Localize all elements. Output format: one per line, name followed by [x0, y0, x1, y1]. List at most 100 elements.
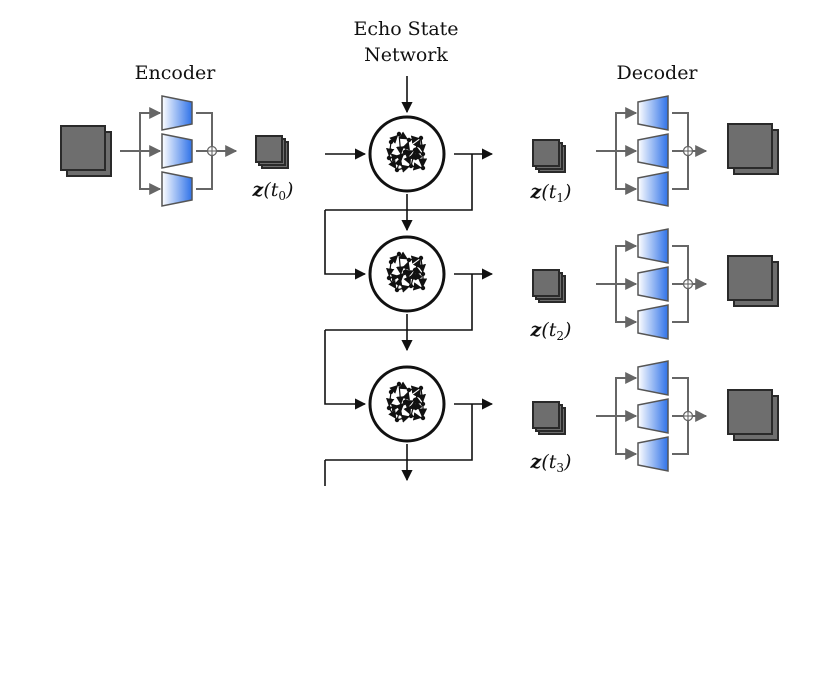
latent-z-t2-stack	[532, 269, 566, 303]
conv-block-shape	[637, 360, 669, 396]
esn-feedback-line	[325, 274, 473, 331]
conv-block-shape	[637, 171, 669, 207]
latent-var: t	[270, 179, 279, 201]
conv-block-shape	[161, 133, 193, 169]
reservoir-unit	[406, 137, 412, 143]
reservoir-unit	[386, 405, 392, 411]
reservoir-unit	[398, 273, 404, 279]
reservoir-edge	[395, 133, 405, 155]
reservoir-unit	[398, 153, 404, 159]
reservoir-unit	[394, 287, 400, 293]
reservoir-edge	[417, 387, 426, 403]
reservoir-edge	[403, 151, 412, 165]
latent-var: t	[548, 319, 557, 341]
reservoir-unit	[412, 397, 418, 403]
decoder-branches-3	[596, 360, 708, 472]
reservoir-edge	[395, 383, 405, 405]
reservoir-unit	[402, 149, 408, 155]
conv-block-shape	[637, 228, 669, 264]
reservoir-unit	[406, 257, 412, 263]
reservoir-unit	[406, 387, 412, 393]
reservoir-unit	[408, 413, 414, 419]
input-image	[60, 125, 112, 177]
output-image-3	[727, 389, 779, 441]
reservoir-edge	[408, 401, 417, 417]
reservoir-unit	[396, 131, 402, 137]
frame-layer	[60, 125, 106, 171]
latent-label-t0: z(t0)	[252, 179, 294, 203]
reservoir-edge	[403, 271, 412, 285]
conv-block-shape	[161, 95, 193, 131]
reservoir-unit	[394, 417, 400, 423]
esn-feedback-in	[324, 210, 367, 280]
reservoir-unit	[402, 399, 408, 405]
conv-block-shape	[637, 133, 669, 169]
reservoir-unit	[386, 275, 392, 281]
conv-block-shape	[637, 304, 669, 340]
reservoir-unit	[412, 267, 418, 273]
reservoir-edge	[386, 141, 395, 157]
encoder-title: Encoder	[134, 62, 216, 84]
decoder-branches-2	[596, 228, 708, 340]
frame-layer	[532, 139, 560, 167]
latent-label-t2: z(t2)	[530, 319, 572, 343]
reservoir-unit	[388, 259, 394, 265]
latent-var: t	[548, 181, 557, 203]
esn-feedback-line	[325, 404, 473, 461]
output-image-2	[727, 255, 779, 307]
esn-feedback-line	[325, 154, 473, 211]
reservoir-unit	[402, 269, 408, 275]
reservoir-edge	[386, 391, 395, 407]
reservoir-unit	[418, 135, 424, 141]
latent-subscript: 3	[556, 461, 565, 475]
conv-block-shape	[161, 171, 193, 207]
esn-title-line1: Echo State	[353, 18, 459, 40]
latent-symbol: z	[252, 179, 264, 201]
reservoir-unit	[394, 167, 400, 173]
esn-reservoir-2	[368, 235, 446, 313]
reservoir-unit	[420, 401, 426, 407]
reservoir-edge	[415, 401, 424, 419]
reservoir-unit	[420, 415, 426, 421]
reservoir-unit	[420, 165, 426, 171]
latent-label-t3: z(t3)	[530, 451, 572, 475]
reservoir-edge	[408, 271, 417, 287]
reservoir-edge	[386, 261, 395, 277]
reservoir-unit	[396, 381, 402, 387]
reservoir-unit	[412, 147, 418, 153]
conv-block-shape	[637, 266, 669, 302]
latent-z-t0-stack	[255, 135, 289, 169]
conv-block-shape	[637, 436, 669, 472]
conv-block-shape	[637, 95, 669, 131]
latent-symbol: z	[530, 319, 542, 341]
latent-z-t1-stack	[532, 139, 566, 173]
reservoir-edge	[415, 151, 424, 169]
esn-title-line2: Network	[364, 44, 448, 66]
reservoir-unit	[388, 389, 394, 395]
reservoir-edge	[417, 137, 426, 153]
frame-layer	[727, 255, 773, 301]
latent-label-t1: z(t1)	[530, 181, 572, 205]
latent-symbol: z	[530, 181, 542, 203]
latent-subscript: 0	[278, 189, 287, 203]
frame-layer	[532, 401, 560, 429]
esn-flow-arrows	[324, 76, 494, 486]
reservoir-unit	[418, 385, 424, 391]
reservoir-unit	[396, 251, 402, 257]
latent-z-t3-stack	[532, 401, 566, 435]
reservoir-unit	[420, 151, 426, 157]
reservoir-unit	[408, 283, 414, 289]
esn-reservoir-1	[368, 115, 446, 193]
latent-subscript: 1	[556, 191, 565, 205]
reservoir-unit	[398, 403, 404, 409]
latent-symbol: z	[530, 451, 542, 473]
reservoir-unit	[388, 139, 394, 145]
frame-layer	[727, 389, 773, 435]
reservoir-unit	[420, 285, 426, 291]
esn-feedback-in	[324, 330, 367, 410]
reservoir-edge	[395, 253, 405, 275]
output-image-1	[727, 123, 779, 175]
conv-block-shape	[637, 398, 669, 434]
